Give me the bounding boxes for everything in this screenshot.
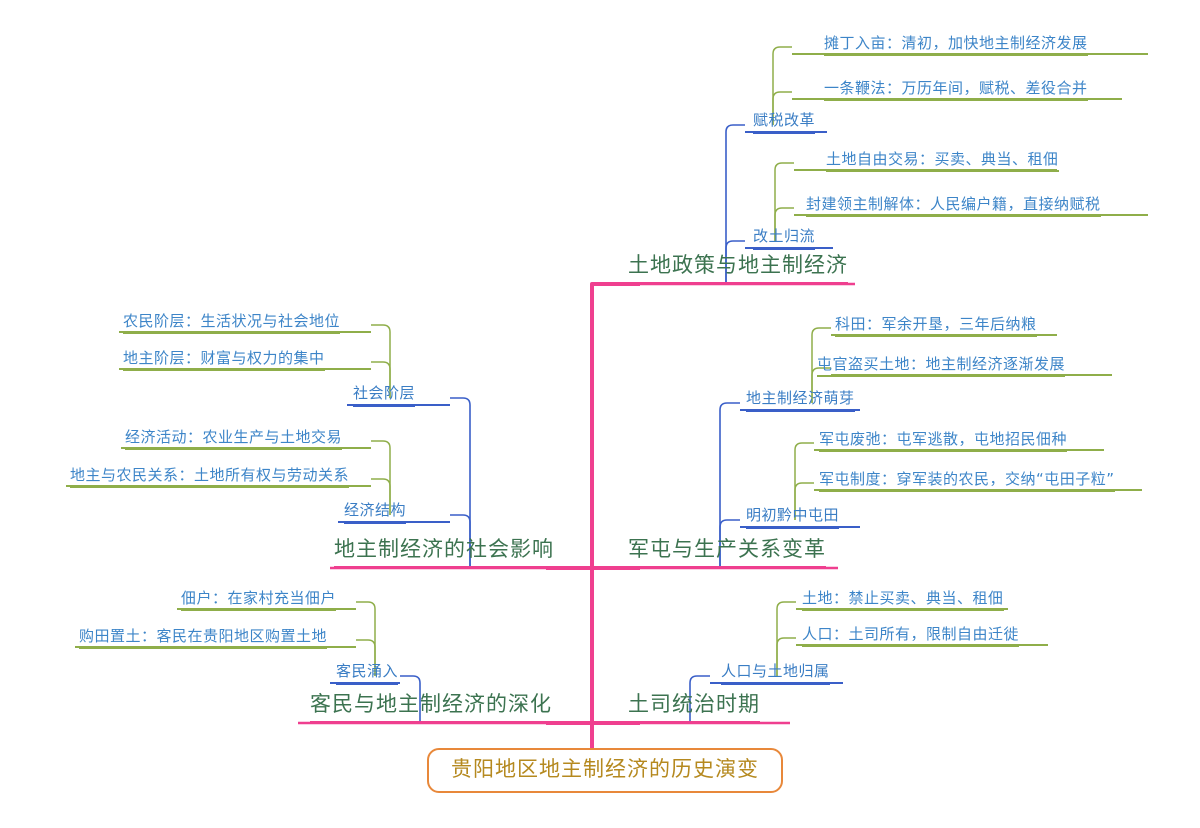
branch-social-impact[interactable]: 地主制经济的社会影响 [334, 539, 554, 568]
leaf-tenant-household[interactable]: 佃户：在家村充当佃户 [181, 591, 337, 611]
branch-tusi-period[interactable]: 土司统治时期 [628, 694, 760, 723]
leaf-land-restrictions[interactable]: 土地：禁止买卖、典当、租佃 [802, 591, 1004, 611]
leaf-feudal-lord-dissolution[interactable]: 封建领主制解体：人民编户籍，直接纳赋税 [806, 197, 1101, 217]
leaf-tunguan-buy-land[interactable]: 屯官盗买土地：地主制经济逐渐发展 [817, 357, 1066, 377]
node-economic-structure[interactable]: 经济结构 [344, 503, 407, 524]
node-population-land[interactable]: 人口与土地归属 [721, 664, 830, 685]
leaf-landlord-peasant-relation[interactable]: 地主与农民关系：土地所有权与劳动关系 [70, 468, 350, 488]
leaf-free-land-trade[interactable]: 土地自由交易：买卖、典当、租佃 [826, 152, 1059, 172]
node-social-class[interactable]: 社会阶层 [353, 386, 416, 407]
leaf-tandingrumu[interactable]: 摊丁入亩：清初，加快地主制经济发展 [824, 36, 1088, 56]
branch-land-policy[interactable]: 土地政策与地主制经济 [628, 255, 848, 284]
leaf-landlord-class[interactable]: 地主阶层：财富与权力的集中 [123, 351, 325, 371]
node-keming-influx[interactable]: 客民涌入 [336, 664, 399, 685]
leaf-population-ownership[interactable]: 人口：土司所有，限制自由迁徙 [802, 627, 1020, 647]
central-topic[interactable]: 贵阳地区地主制经济的历史演变 [427, 748, 783, 793]
node-early-ming-tuntian[interactable]: 明初黔中屯田 [746, 508, 840, 529]
node-tax-reform[interactable]: 赋税改革 [753, 113, 816, 134]
leaf-yitiaobianfa[interactable]: 一条鞭法：万历年间，赋税、差役合并 [824, 81, 1088, 101]
leaf-buy-land[interactable]: 购田置土：客民在贵阳地区购置土地 [79, 629, 328, 649]
leaf-ketian[interactable]: 科田：军余开垦，三年后纳粮 [835, 317, 1037, 337]
node-landlord-sprout[interactable]: 地主制经济萌芽 [746, 391, 855, 412]
branch-military-colony[interactable]: 军屯与生产关系变革 [628, 539, 826, 568]
leaf-economic-activity[interactable]: 经济活动：农业生产与土地交易 [125, 430, 343, 450]
leaf-peasant-class[interactable]: 农民阶层：生活状况与社会地位 [123, 314, 341, 334]
leaf-juntun-system[interactable]: 军屯制度：穿军装的农民，交纳“屯田子粒” [819, 472, 1115, 492]
branch-keming-deepening[interactable]: 客民与地主制经济的深化 [310, 694, 552, 723]
leaf-juntun-decline[interactable]: 军屯废弛：屯军逃散，屯地招民佃种 [819, 432, 1068, 452]
node-gaitu-guiliu[interactable]: 改土归流 [753, 229, 816, 250]
